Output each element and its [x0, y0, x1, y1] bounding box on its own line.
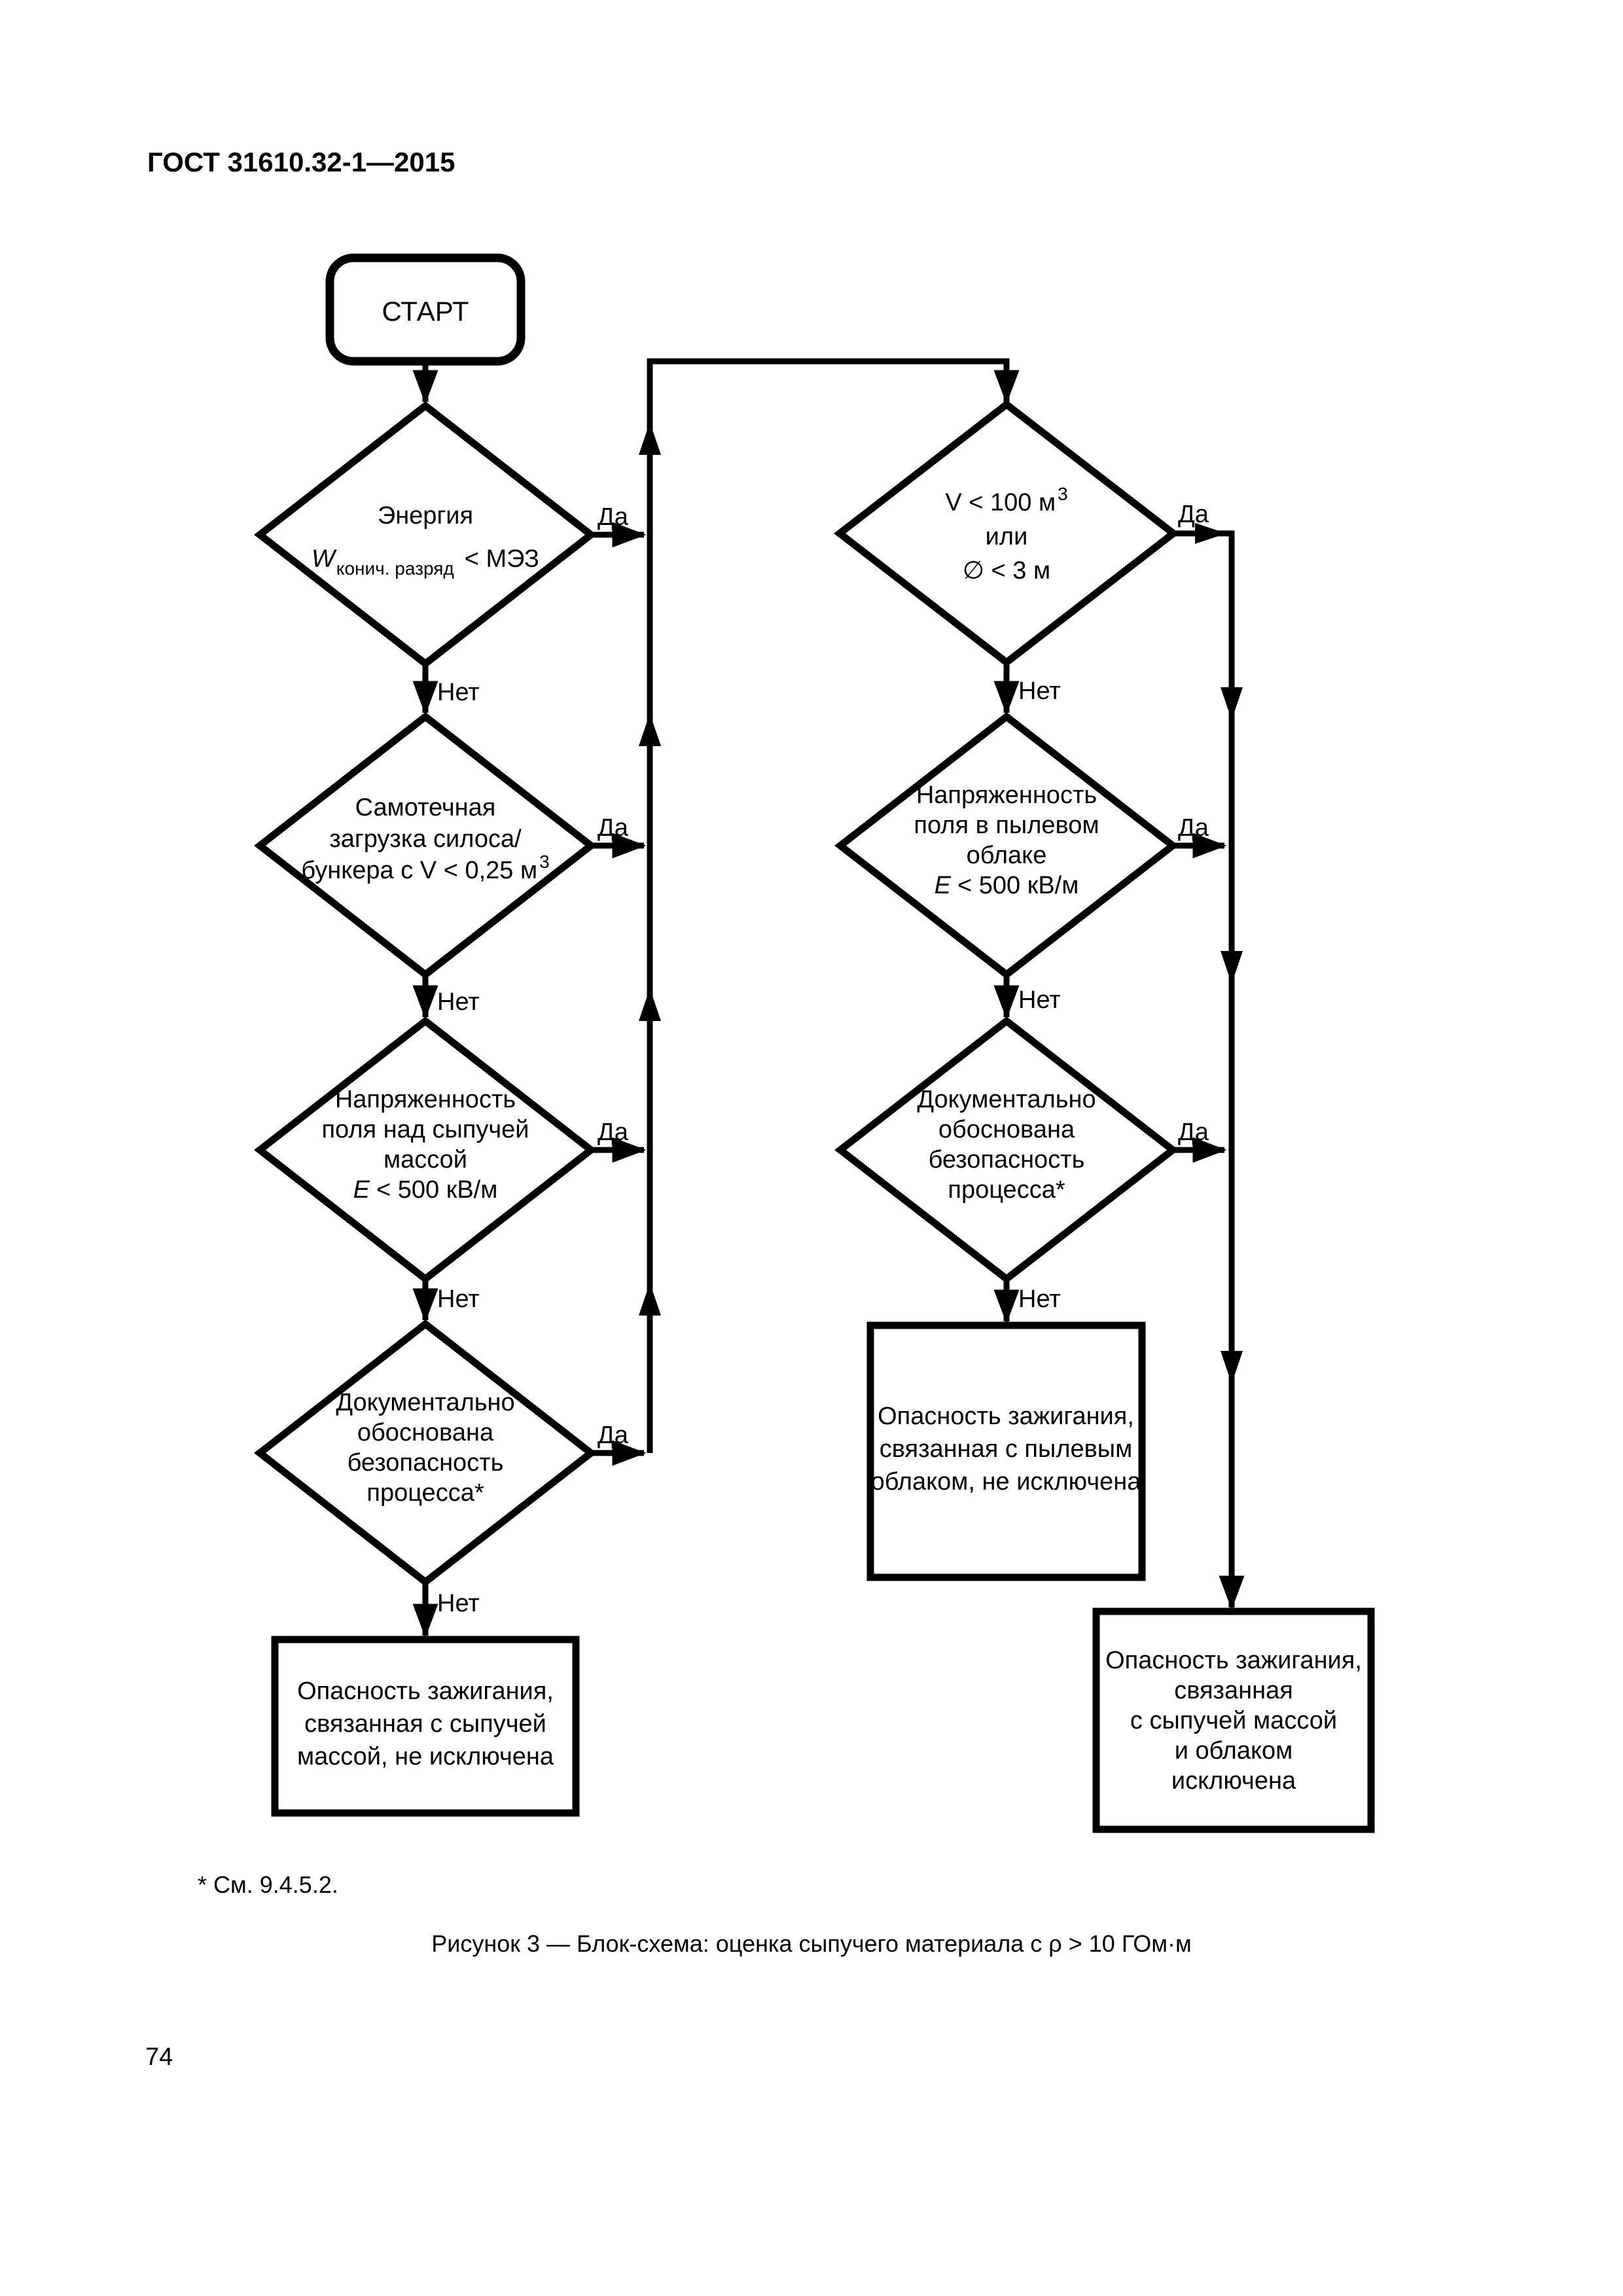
label-yes-l2: Да	[597, 814, 629, 842]
result-excluded-line5: исключена	[1171, 1767, 1296, 1795]
decision-field-over-bulk-diamond	[254, 1016, 597, 1283]
flow-collector-left	[647, 358, 1020, 1453]
label-yes-r2: Да	[1178, 814, 1209, 842]
result-excluded-line3: с сыпучей массой	[1130, 1707, 1337, 1734]
decision-field-bulk-line1: Напряженность	[335, 1086, 516, 1113]
arrow-up-icon	[639, 713, 661, 746]
result-bulk-line3: массой, не исключена	[297, 1743, 554, 1770]
result-bulk-line1: Опасность зажигания,	[297, 1677, 554, 1705]
result-cloud-line3: облаком, не исключена	[871, 1468, 1142, 1496]
e-comparison: < 500 кВ/м	[376, 1176, 497, 1204]
volume-text: бункера с V < 0,25 м	[301, 857, 537, 884]
superscript-3: 3	[539, 852, 550, 872]
decision-doc-left-line2: обоснована	[357, 1419, 494, 1446]
w-subscript: конич. разряд	[336, 558, 454, 579]
w-comparison: < МЭЗ	[465, 545, 539, 573]
decision-gravity-line1: Самотечная	[355, 794, 496, 821]
volume-limit-text: V < 100 м	[945, 489, 1056, 516]
label-yes-l4: Да	[597, 1422, 629, 1449]
label-no-r2: Нет	[1018, 986, 1061, 1014]
arrow-down-icon	[1221, 951, 1243, 984]
decision-doc-right-line1: Документально	[917, 1086, 1096, 1113]
result-excluded-line4: и облаком	[1175, 1737, 1293, 1765]
result-cloud-hazard-box	[866, 1321, 1146, 1581]
label-no-r3: Нет	[1018, 1285, 1061, 1313]
decision-energy-line2: Wконич. разряд < МЭЗ	[312, 545, 539, 579]
e-comparison: < 500 кВ/м	[957, 872, 1079, 899]
decision-doc-right-line4: процесса*	[948, 1176, 1065, 1204]
result-bulk-hazard-box	[271, 1636, 580, 1817]
result-bulk-line2: связанная с сыпучей	[304, 1710, 546, 1738]
result-cloud-line1: Опасность зажигания,	[878, 1403, 1134, 1430]
label-no-l1: Нет	[437, 679, 480, 706]
label-yes-l3: Да	[597, 1119, 629, 1146]
decision-doc-right-line3: безопасность	[929, 1146, 1085, 1174]
decision-volume-line2: или	[986, 523, 1028, 550]
decision-field-cloud-line4: E< 500 кВ/м	[935, 872, 1079, 899]
decision-doc-left-line1: Документально	[336, 1389, 514, 1416]
result-excluded-line2: связанная	[1174, 1677, 1293, 1704]
label-no-l4: Нет	[437, 1590, 480, 1617]
e-symbol: E	[353, 1176, 370, 1204]
start-node	[325, 253, 526, 366]
decision-documented-safety-left-diamond	[254, 1319, 597, 1587]
arrow-right-icon	[1195, 523, 1226, 544]
decision-gravity-line2: загрузка силоса/	[329, 825, 522, 853]
arrow-up-icon	[639, 422, 661, 455]
flow-collector-right	[1173, 530, 1245, 1610]
label-no-r1: Нет	[1018, 677, 1061, 705]
decision-field-bulk-line3: массой	[383, 1146, 467, 1174]
arrow-down-icon	[1221, 687, 1243, 720]
decision-doc-right-line2: обоснована	[938, 1116, 1075, 1143]
arrow-down-icon	[1221, 1351, 1243, 1384]
result-excluded-box	[1092, 1607, 1375, 1833]
figure-caption: Рисунок 3 — Блок-схема: оценка сыпучего …	[431, 1930, 1192, 1957]
decision-gravity-loading-diamond	[254, 712, 597, 979]
result-excluded-line1: Опасность зажигания,	[1105, 1647, 1362, 1674]
label-yes-r1: Да	[1178, 501, 1209, 528]
label-no-l2: Нет	[437, 988, 480, 1016]
decision-doc-left-line3: безопасность	[348, 1449, 504, 1477]
decision-energy-diamond	[254, 401, 597, 668]
label-yes-l1: Да	[597, 503, 629, 531]
start-label: СТАРТ	[382, 296, 469, 327]
arrow-up-icon	[639, 1283, 661, 1316]
arrow-up-icon	[639, 988, 661, 1021]
page-header: ГОСТ 31610.32-1—2015	[147, 147, 455, 177]
decision-field-bulk-line2: поля над сыпучей	[321, 1116, 529, 1143]
e-symbol: E	[935, 872, 952, 899]
label-no-l3: Нет	[437, 1285, 480, 1313]
superscript-3: 3	[1058, 484, 1068, 504]
page-number: 74	[145, 2043, 173, 2071]
decision-field-in-cloud-diamond	[834, 712, 1179, 979]
footnote: * См. 9.4.5.2.	[198, 1871, 338, 1898]
w-symbol: W	[312, 545, 337, 573]
decision-field-cloud-line1: Напряженность	[916, 781, 1097, 809]
decision-volume-line3: ∅ < 3 м	[963, 557, 1050, 584]
decision-volume-diamond	[834, 400, 1179, 667]
decision-documented-safety-right-diamond	[834, 1016, 1179, 1283]
decision-energy-line1: Энергия	[378, 502, 473, 529]
decision-field-bulk-line4: E< 500 кВ/м	[353, 1176, 498, 1204]
label-yes-r3: Да	[1178, 1119, 1209, 1146]
flowchart: СТАРТ Энергия Wконич. разряд < МЭЗ Самоте…	[254, 253, 1375, 1833]
decision-field-cloud-line3: облаке	[967, 842, 1047, 869]
decision-field-cloud-line2: поля в пылевом	[914, 812, 1099, 839]
decision-doc-left-line4: процесса*	[366, 1479, 484, 1507]
result-cloud-line2: связанная с пылевым	[880, 1435, 1133, 1463]
